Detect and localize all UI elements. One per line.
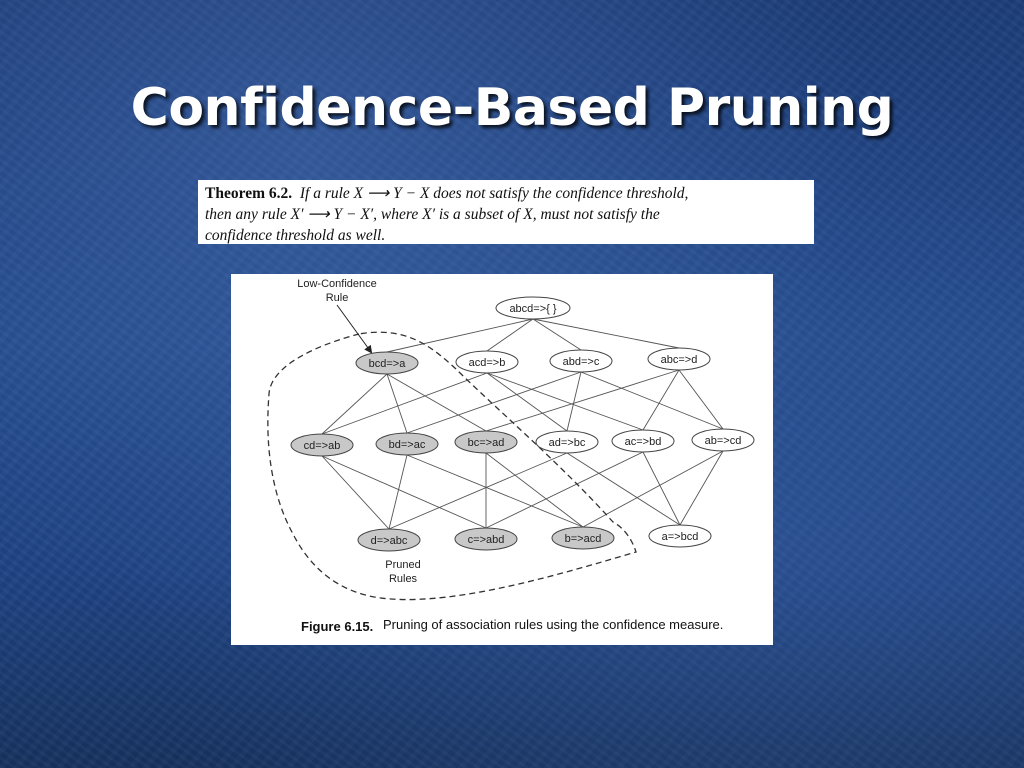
slide-title: Confidence-Based Pruning bbox=[130, 78, 894, 138]
lattice-edge bbox=[679, 450, 724, 526]
pruned-rule-ellipse bbox=[357, 528, 421, 552]
rule-ellipse bbox=[455, 350, 519, 374]
lattice-edge bbox=[582, 450, 724, 528]
rule-node-a-bcd: a=>bcd bbox=[648, 524, 712, 548]
lattice-edges bbox=[321, 318, 724, 530]
rule-node-cd-ab: cd=>ab bbox=[290, 433, 354, 457]
rule-ellipse bbox=[495, 296, 571, 320]
lattice-edge bbox=[321, 455, 487, 529]
rule-ellipse bbox=[691, 428, 755, 452]
pruned-rules-label-line2: Rules bbox=[389, 573, 418, 585]
rule-node-b-acd: b=>acd bbox=[551, 526, 615, 550]
rule-node-label: d=>abc bbox=[371, 535, 408, 547]
theorem-text-1: If a rule X ⟶ Y − X does not satisfy the… bbox=[299, 185, 689, 202]
theorem-box: Theorem 6.2. If a rule X ⟶ Y − X does no… bbox=[198, 180, 814, 244]
rule-ellipse bbox=[549, 349, 613, 373]
theorem-line-1: Theorem 6.2. If a rule X ⟶ Y − X does no… bbox=[205, 183, 807, 204]
rule-lattice-diagram: abcd=>{ } bcd=>a acd=>b abd=>c abc=>d cd=>ab b… bbox=[267, 278, 755, 634]
lattice-edge bbox=[386, 373, 487, 432]
figure-box: abcd=>{ } bcd=>a acd=>b abd=>c abc=>d cd=>ab b… bbox=[231, 274, 773, 645]
lattice-nodes: abcd=>{ } bcd=>a acd=>b abd=>c abc=>d cd=>ab b… bbox=[290, 296, 755, 552]
rule-ellipse bbox=[535, 430, 599, 454]
rule-node-abcd: abcd=>{ } bbox=[495, 296, 571, 320]
rule-node-ac-bd: ac=>bd bbox=[611, 429, 675, 453]
rule-node-label: abcd=>{ } bbox=[509, 303, 556, 315]
lattice-edge bbox=[532, 318, 680, 349]
theorem-line-2: then any rule X′ ⟶ Y − X′, where X′ is a… bbox=[205, 206, 660, 223]
rule-node-label: ad=>bc bbox=[549, 437, 586, 449]
lattice-edge bbox=[486, 372, 644, 431]
lattice-edge bbox=[485, 369, 680, 432]
lattice-edge bbox=[406, 454, 584, 528]
lattice-edge bbox=[566, 371, 582, 432]
lattice-edge bbox=[678, 369, 724, 430]
lattice-edge bbox=[642, 369, 680, 431]
rule-node-c-abd: c=>abd bbox=[454, 527, 518, 551]
rule-node-bd-ac: bd=>ac bbox=[375, 432, 439, 456]
rule-node-label: abd=>c bbox=[563, 356, 600, 368]
rule-node-acd-b: acd=>b bbox=[455, 350, 519, 374]
rule-node-label: abc=>d bbox=[661, 354, 698, 366]
rule-node-label: acd=>b bbox=[469, 357, 506, 369]
rule-node-label: cd=>ab bbox=[304, 440, 341, 452]
lattice-edge bbox=[566, 452, 681, 526]
rule-node-bc-ad: bc=>ad bbox=[454, 430, 518, 454]
figure-caption-text: Pruning of association rules using the c… bbox=[383, 617, 723, 632]
lattice-edge bbox=[485, 451, 644, 529]
low-confidence-arrow bbox=[336, 304, 373, 354]
lattice-edge bbox=[486, 318, 534, 352]
low-confidence-label-line2: Rule bbox=[326, 292, 349, 304]
lattice-edge bbox=[406, 371, 582, 434]
lattice-edge bbox=[486, 372, 568, 432]
rule-node-label: ac=>bd bbox=[625, 436, 662, 448]
rule-node-label: bd=>ac bbox=[389, 439, 426, 451]
low-confidence-label-line1: Low-Confidence bbox=[297, 278, 377, 290]
rule-node-abd-c: abd=>c bbox=[549, 349, 613, 373]
rule-node-abc-d: abc=>d bbox=[647, 347, 711, 371]
pruned-region-boundary bbox=[267, 331, 637, 601]
rule-node-label: b=>acd bbox=[565, 533, 602, 545]
rule-node-d-abc: d=>abc bbox=[357, 528, 421, 552]
rule-node-ad-bc: ad=>bc bbox=[535, 430, 599, 454]
rule-ellipse bbox=[648, 524, 712, 548]
lattice-edge bbox=[580, 371, 724, 430]
rule-node-label: bc=>ad bbox=[468, 437, 505, 449]
rule-ellipse bbox=[647, 347, 711, 371]
lattice-edge bbox=[642, 451, 681, 526]
lattice-edge bbox=[386, 373, 408, 434]
theorem-label: Theorem 6.2. bbox=[205, 185, 293, 202]
lattice-edge bbox=[388, 452, 568, 530]
lattice-edge bbox=[321, 455, 390, 530]
rule-node-label: a=>bcd bbox=[662, 531, 699, 543]
pruned-rule-ellipse bbox=[290, 433, 354, 457]
lattice-edge bbox=[321, 373, 388, 435]
rule-node-label: c=>abd bbox=[468, 534, 505, 546]
figure-caption-label: Figure 6.15. bbox=[301, 619, 373, 634]
lattice-edge bbox=[386, 318, 534, 353]
pruned-rule-ellipse bbox=[454, 430, 518, 454]
pruned-rule-ellipse bbox=[454, 527, 518, 551]
pruned-rule-ellipse bbox=[551, 526, 615, 550]
rule-node-bcd-a: bcd=>a bbox=[355, 351, 419, 375]
rule-ellipse bbox=[611, 429, 675, 453]
rule-node-label: bcd=>a bbox=[369, 358, 407, 370]
lattice-edge bbox=[485, 452, 584, 528]
lattice-edge bbox=[321, 372, 488, 435]
pruned-rules-label-line1: Pruned bbox=[385, 559, 420, 571]
rule-node-ab-cd: ab=>cd bbox=[691, 428, 755, 452]
lattice-edge bbox=[388, 454, 408, 530]
theorem-line-3: confidence threshold as well. bbox=[205, 227, 386, 244]
pruned-rule-ellipse bbox=[375, 432, 439, 456]
rule-node-label: ab=>cd bbox=[705, 435, 742, 447]
pruned-rule-ellipse bbox=[355, 351, 419, 375]
lattice-edge bbox=[532, 318, 582, 351]
